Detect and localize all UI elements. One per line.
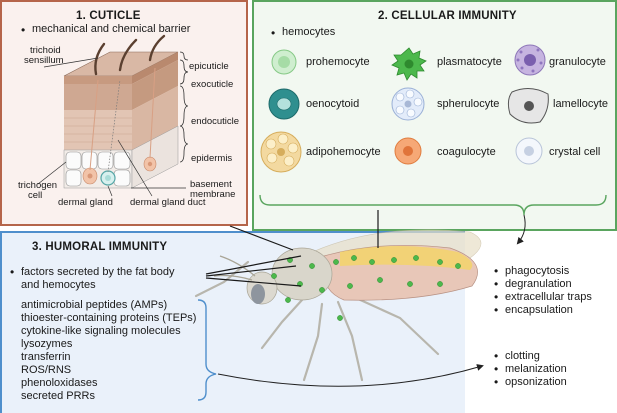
- factor-lysozymes: lysozymes: [21, 338, 73, 350]
- outcome-degranulation: degranulation: [494, 278, 572, 291]
- label-membrane: membrane: [190, 189, 236, 200]
- outcome-melanization: melanization: [494, 363, 567, 376]
- label-epicuticle: epicuticle: [189, 61, 229, 72]
- cell-label-adipohemocyte: adipohemocyte: [306, 146, 381, 158]
- outcome-encapsulation: encapsulation: [494, 304, 573, 317]
- cell-label-crystal-cell: crystal cell: [549, 146, 601, 158]
- cuticle-title: 1. CUTICLE: [76, 10, 141, 22]
- cellular-title: 2. CELLULAR IMMUNITY: [378, 10, 517, 22]
- cell-label-prohemocyte: prohemocyte: [306, 56, 370, 68]
- factor-teps: thioester-containing proteins (TEPs): [21, 312, 197, 324]
- cuticle-block: [63, 34, 179, 189]
- cellular-panel: [252, 0, 617, 231]
- label-basement: basement: [190, 179, 232, 190]
- outcome-phagocytosis: phagocytosis: [494, 265, 569, 278]
- cellular-bullet: hemocytes: [271, 26, 335, 40]
- factor-prrs: secreted PRRs: [21, 390, 95, 402]
- outcome-opsonization: opsonization: [494, 376, 567, 389]
- factor-amps: antimicrobial peptides (AMPs): [21, 299, 168, 311]
- label-exocuticle: exocuticle: [191, 79, 234, 90]
- cell-label-granulocyte: granulocyte: [549, 56, 606, 68]
- label-dermal-gland-duct: dermal gland duct: [130, 197, 206, 208]
- humoral-bullet-line2: and hemocytes: [21, 279, 96, 291]
- label-endocuticle: endocuticle: [191, 116, 240, 127]
- cuticle-bullet: mechanical and chemical barrier: [21, 23, 190, 37]
- cell-label-plasmatocyte: plasmatocyte: [437, 56, 502, 68]
- factor-ros-rns: ROS/RNS: [21, 364, 72, 376]
- hemocyte-icons: [260, 44, 549, 173]
- connector-lines: [205, 210, 379, 287]
- label-trichogen: trichogen: [18, 180, 58, 191]
- label-cell: cell: [28, 190, 43, 201]
- outcome-extracellular-traps: extracellular traps: [494, 291, 592, 304]
- cell-label-oenocytoid: oenocytoid: [306, 98, 360, 110]
- label-sensillum: sensillum: [24, 55, 64, 66]
- humoral-bullet-line1: factors secreted by the fat body: [10, 266, 175, 279]
- cuticle-braces: [131, 51, 189, 189]
- outcome-clotting: clotting: [494, 350, 540, 363]
- factor-transferrin: transferrin: [21, 351, 71, 363]
- cellular-brace: [259, 194, 607, 216]
- humoral-title: 3. HUMORAL IMMUNITY: [32, 241, 168, 253]
- fly-icon: [194, 229, 482, 382]
- factor-cytokine: cytokine-like signaling molecules: [21, 325, 181, 337]
- factor-phenoloxidases: phenoloxidases: [21, 377, 98, 389]
- cell-label-coagulocyte: coagulocyte: [437, 146, 496, 158]
- label-dermal-gland: dermal gland: [58, 197, 113, 208]
- cell-label-spherulocyte: spherulocyte: [437, 98, 500, 110]
- cellular-arrow: [516, 214, 526, 245]
- label-epidermis: epidermis: [191, 153, 233, 164]
- humoral-arrow: [217, 364, 484, 387]
- cuticle-leaders: [37, 57, 153, 197]
- humoral-brace: [197, 299, 217, 401]
- cell-label-lamellocyte: lamellocyte: [553, 98, 609, 110]
- label-trichoid: trichoid: [30, 45, 61, 56]
